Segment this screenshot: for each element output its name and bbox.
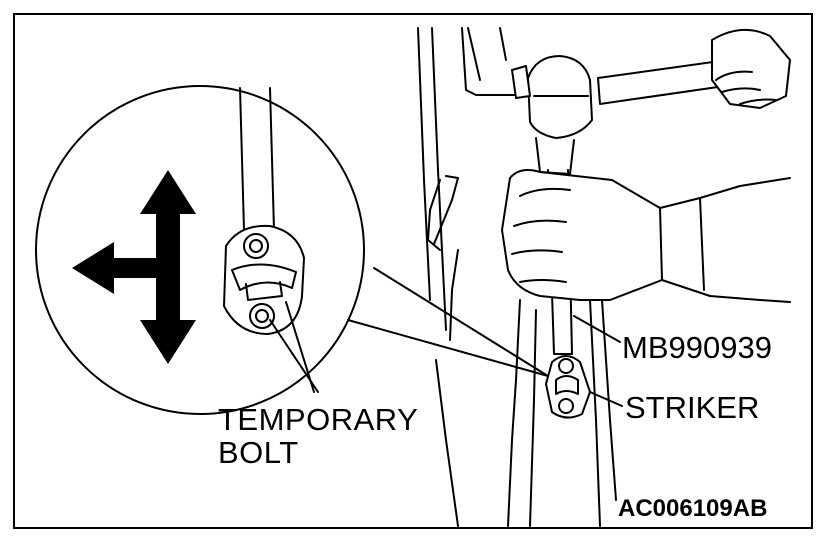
temporary-bolt-label: TEMPORARY bbox=[218, 402, 419, 437]
figure-code-label: AC006109AB bbox=[618, 495, 768, 522]
tool-number-label: MB990939 bbox=[622, 330, 772, 365]
striker-leader bbox=[589, 391, 623, 407]
door-panel-lines bbox=[417, 27, 617, 527]
striker-enlarged bbox=[223, 224, 305, 335]
four-way-arrow-icon bbox=[72, 170, 196, 364]
tool-leader bbox=[573, 315, 621, 343]
temporary-bolt-leader bbox=[285, 301, 315, 393]
magnifier-callout bbox=[35, 85, 549, 415]
striker-icon bbox=[545, 355, 591, 419]
figure-frame bbox=[13, 13, 813, 529]
hand-icon bbox=[711, 29, 791, 109]
hand-icon bbox=[501, 169, 791, 303]
temporary-bolt-leader bbox=[269, 319, 319, 393]
striker-label: STRIKER bbox=[625, 390, 760, 425]
temporary-bolt-label: BOLT bbox=[218, 435, 299, 470]
